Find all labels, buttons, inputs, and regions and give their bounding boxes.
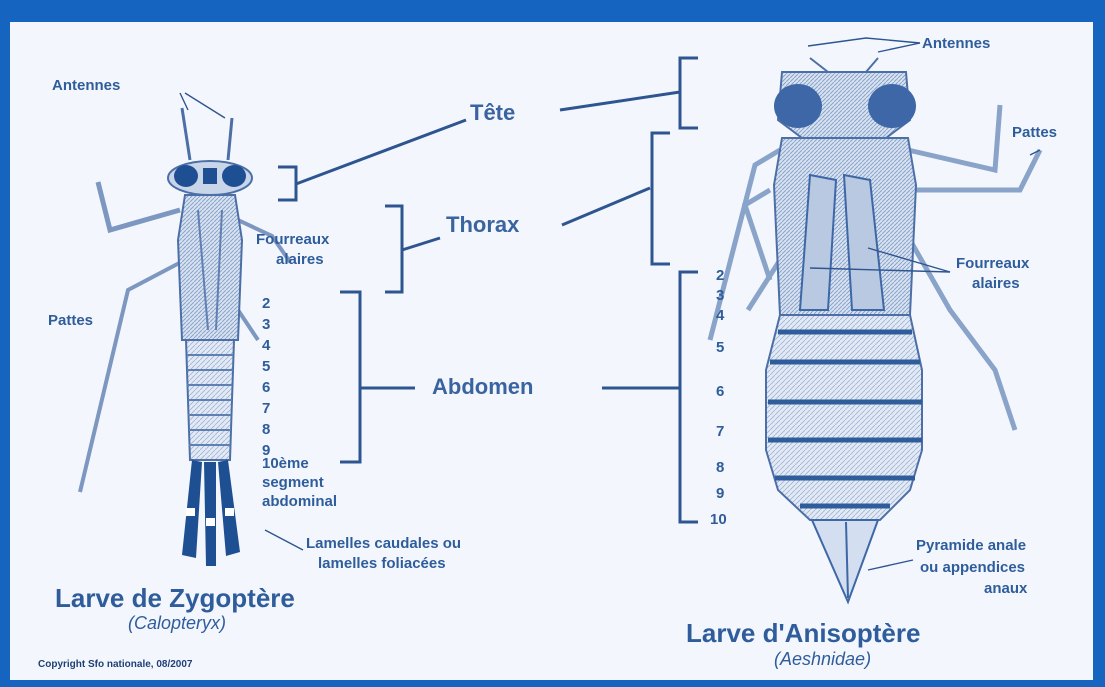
- zygoptere-genus: (Calopteryx): [128, 614, 226, 632]
- anisoptere-larva: [710, 58, 1040, 602]
- zygoptere-segment: 4: [262, 338, 270, 353]
- diagram-drawing: [10, 10, 1093, 680]
- zygoptere-segment: 2: [262, 296, 270, 311]
- anisoptere-segment: 5: [716, 340, 724, 355]
- anisoptere-pyramide-label-2: ou appendices: [920, 560, 1025, 575]
- anisoptere-pattes-label: Pattes: [1012, 125, 1057, 140]
- zygoptere-segment: 7: [262, 401, 270, 416]
- thorax-label: Thorax: [446, 214, 519, 236]
- anisoptere-segment: 4: [716, 308, 724, 323]
- zygoptere-larva: [80, 108, 290, 566]
- anisoptere-antennes-label: Antennes: [922, 36, 990, 51]
- bracket-lines: [278, 58, 698, 522]
- zygoptere-segment: 3: [262, 317, 270, 332]
- anisoptere-segment: 3: [716, 288, 724, 303]
- zygoptere-segment: 8: [262, 422, 270, 437]
- anisoptere-segment: 6: [716, 384, 724, 399]
- zygoptere-segment10-label-1: 10ème: [262, 456, 309, 471]
- abdomen-label: Abdomen: [432, 376, 533, 398]
- anisoptere-pyramide-label-3: anaux: [984, 581, 1027, 596]
- anisoptere-segment: 2: [716, 268, 724, 283]
- anisoptere-family: (Aeshnidae): [774, 650, 871, 668]
- zygoptere-pattes-label: Pattes: [48, 313, 93, 328]
- anisoptere-segment: 10: [710, 512, 727, 527]
- zygoptere-segment: 6: [262, 380, 270, 395]
- zygoptere-fourreaux-label-1: Fourreaux: [256, 232, 329, 247]
- anisoptere-segment: 7: [716, 424, 724, 439]
- anisoptere-segment: 8: [716, 460, 724, 475]
- zygoptere-segment-list: 2 3 4 5 6 7 8 9: [262, 296, 270, 458]
- diagram-frame: Antennes Pattes Fourreaux alaires 2 3 4 …: [10, 10, 1093, 680]
- copyright-text: Copyright Sfo nationale, 08/2007: [38, 660, 192, 670]
- anisoptere-pyramide-label-1: Pyramide anale: [916, 538, 1026, 553]
- anisoptere-fourreaux-label-2: alaires: [972, 276, 1020, 291]
- anisoptere-fourreaux-label-1: Fourreaux: [956, 256, 1029, 271]
- zygoptere-segment10-label-3: abdominal: [262, 494, 337, 509]
- anisoptere-segment: 9: [716, 486, 724, 501]
- zygoptere-segment: 5: [262, 359, 270, 374]
- zygoptere-title: Larve de Zygoptère: [55, 585, 295, 611]
- zygoptere-fourreaux-label-2: alaires: [276, 252, 324, 267]
- tete-label: Tête: [470, 102, 515, 124]
- zygoptere-lamelles-label-2: lamelles foliacées: [318, 556, 446, 571]
- zygoptere-segment10-label-2: segment: [262, 475, 324, 490]
- zygoptere-antennes-label: Antennes: [52, 78, 120, 93]
- zygoptere-lamelles-label-1: Lamelles caudales ou: [306, 536, 461, 551]
- anisoptere-title: Larve d'Anisoptère: [686, 620, 920, 646]
